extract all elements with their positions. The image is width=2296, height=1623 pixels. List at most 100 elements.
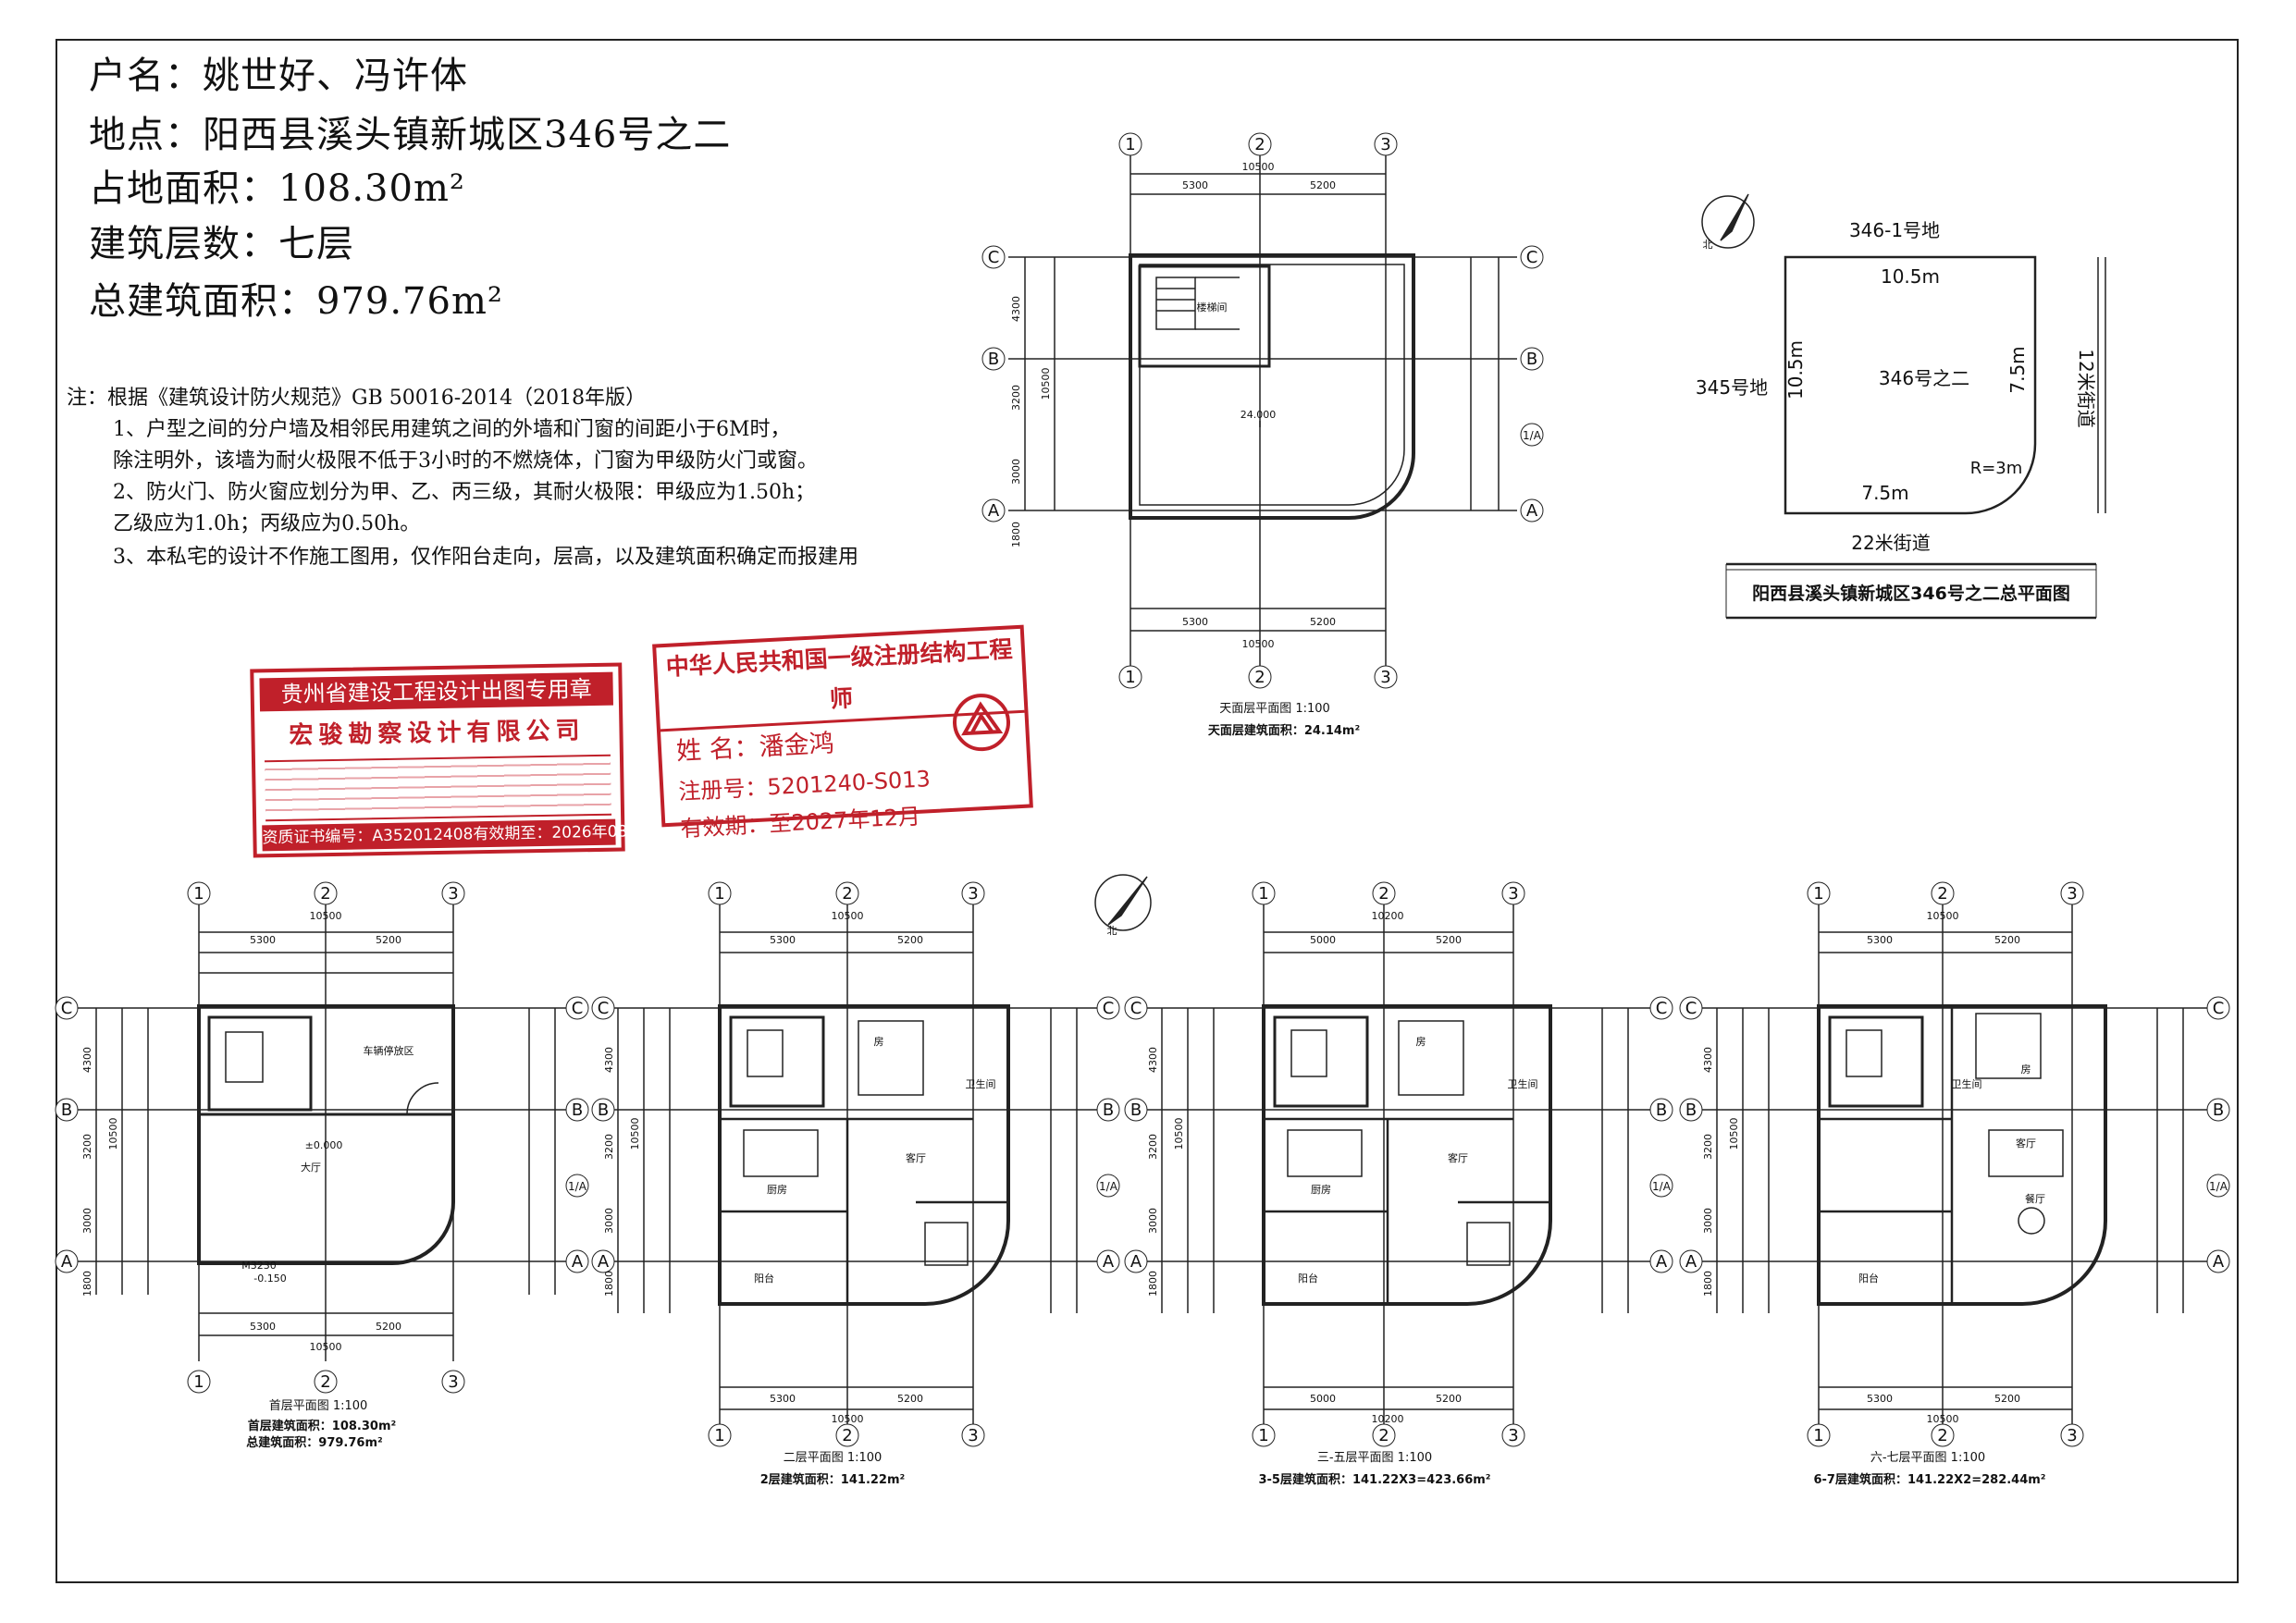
svg-text:1: 1 (1125, 668, 1135, 687)
roof-dim-w2b: 5200 (1310, 616, 1336, 628)
third-title: 三-五层平面图 1:100 (1317, 1451, 1432, 1465)
second-dim-d3: 3000 (603, 1208, 615, 1234)
second-axis-a-r: A (1096, 1249, 1120, 1273)
site-caption: 阳西县溪头镇新城区346号之二总平面图 (1752, 583, 2070, 604)
third-dim-d4: 1800 (1147, 1271, 1159, 1297)
site-lot-label: 346号之二 (1879, 367, 1969, 389)
owner-line: 户名：姚世好、冯许体 (89, 55, 468, 97)
svg-text:B: B (1103, 1100, 1114, 1120)
note-line-5: 3、本私宅的设计不作施工图用，仅作阳台走向，层高，以及建筑面积确定而报建用 (113, 546, 858, 569)
svg-text:1/A: 1/A (1099, 1180, 1118, 1193)
ground-axis-c-r: C (565, 996, 589, 1020)
site-dim-left: 10.5m (1784, 340, 1807, 400)
third-axis-b-r: B (1649, 1098, 1673, 1122)
third-fifth-floor-plan (1143, 904, 1652, 1435)
roof-axis-1a-r: 1/A (1520, 423, 1544, 447)
third-axis-2: 2 (1372, 881, 1396, 905)
ground-elev: ±0.000 (305, 1139, 343, 1151)
svg-text:A: A (1656, 1252, 1668, 1272)
sixth-axis-2b: 2 (1931, 1423, 1955, 1447)
sixth-dim-w1b: 5300 (1867, 1393, 1893, 1405)
second-axis-c: C (591, 996, 615, 1020)
svg-text:2: 2 (1378, 1426, 1389, 1445)
third-axis-1: 1 (1252, 881, 1276, 905)
sixth-dim-d3: 3000 (1702, 1208, 1714, 1234)
north-arrow-icon (1094, 874, 1152, 931)
roof-axis-b-r: B (1520, 347, 1544, 371)
ground-dim-total-b: 10500 (310, 1341, 342, 1353)
site-bottom-street: 22米街道 (1851, 532, 1930, 554)
second-axis-1a-r: 1/A (1096, 1174, 1120, 1198)
ground-dim-w2: 5200 (376, 934, 401, 946)
second-dim-w2: 5200 (897, 934, 923, 946)
second-axis-2: 2 (835, 881, 859, 905)
sixth-dim-w1: 5300 (1867, 934, 1893, 946)
third-dim-d3: 3000 (1147, 1208, 1159, 1234)
ground-axis-1: 1 (187, 881, 211, 905)
center-north-label: 北 (1107, 925, 1117, 937)
svg-text:B: B (1130, 1100, 1142, 1120)
ground-area: 首层建筑面积：108.30m² (248, 1419, 396, 1433)
svg-text:3: 3 (968, 1426, 978, 1445)
floors-line: 建筑层数：七层 (89, 223, 354, 265)
roof-dim-d3: 3000 (1010, 459, 1022, 485)
sixth-title: 六-七层平面图 1:100 (1870, 1451, 1985, 1465)
site-dim-bottom: 7.5m (1861, 482, 1908, 504)
second-axis-2b: 2 (835, 1423, 859, 1447)
svg-text:C: C (1685, 999, 1697, 1018)
second-axis-a: A (591, 1249, 615, 1273)
sixth-dim-w2b: 5200 (1994, 1393, 2020, 1405)
ground-axis-c: C (55, 996, 79, 1020)
svg-text:2: 2 (1254, 668, 1265, 687)
third-dim-w1: 5000 (1310, 934, 1336, 946)
roof-title: 天面层平面图 1:100 (1219, 702, 1330, 716)
roof-dim-w2: 5200 (1310, 179, 1336, 191)
second-dim-w2b: 5200 (897, 1393, 923, 1405)
ground-axis-a-r: A (565, 1249, 589, 1273)
roof-axis-c-r: C (1520, 245, 1544, 269)
third-axis-1a-r: 1/A (1649, 1174, 1673, 1198)
svg-text:1: 1 (714, 1426, 724, 1445)
site-radius: R=3m (1970, 459, 2023, 478)
roof-axis-2: 2 (1248, 132, 1272, 156)
second-dim-d4: 1800 (603, 1271, 615, 1297)
second-room-4: 厨房 (767, 1184, 787, 1196)
svg-text:3: 3 (1508, 884, 1518, 904)
sheet-border (56, 39, 2239, 1583)
svg-text:A: A (988, 501, 1000, 521)
ground-total-area: 总建筑面积：979.76m² (246, 1435, 382, 1450)
svg-text:1: 1 (714, 884, 724, 904)
svg-text:3: 3 (2067, 884, 2077, 904)
ground-axis-3: 3 (441, 881, 465, 905)
engineer-seal-icon (953, 694, 1011, 752)
ground-garage: 车辆停放区 (364, 1044, 414, 1057)
roof-axis-b: B (981, 347, 1006, 371)
sixth-dim-d1: 4300 (1702, 1047, 1714, 1073)
ground-axis-3b: 3 (441, 1370, 465, 1394)
svg-text:2: 2 (1378, 884, 1389, 904)
site-right-street: 12米街道 (2075, 349, 2097, 427)
second-room-2: 卫生间 (966, 1077, 996, 1090)
svg-text:3: 3 (968, 884, 978, 904)
second-dim-d2: 3200 (603, 1134, 615, 1160)
svg-text:3: 3 (448, 1372, 458, 1392)
third-dim-d1: 4300 (1147, 1047, 1159, 1073)
svg-text:B: B (2213, 1100, 2224, 1120)
ground-axis-b-r: B (565, 1098, 589, 1122)
svg-text:C: C (2213, 999, 2225, 1018)
svg-text:1/A: 1/A (2209, 1180, 2228, 1193)
svg-text:A: A (1685, 1252, 1697, 1272)
ground-dim-w1b: 5300 (250, 1321, 276, 1333)
svg-text:A: A (61, 1252, 73, 1272)
sixth-room-1: 房 (2021, 1064, 2031, 1076)
second-dim-w1b: 5300 (770, 1393, 796, 1405)
third-room-5: 阳台 (1298, 1272, 1318, 1285)
third-axis-2b: 2 (1372, 1423, 1396, 1447)
third-dim-w2: 5200 (1436, 934, 1462, 946)
second-axis-1: 1 (708, 881, 732, 905)
ground-dim-w1: 5300 (250, 934, 276, 946)
svg-text:A: A (572, 1252, 584, 1272)
third-area: 3-5层建筑面积：141.22X3=423.66m² (1258, 1472, 1490, 1487)
sixth-axis-3: 3 (2060, 881, 2084, 905)
